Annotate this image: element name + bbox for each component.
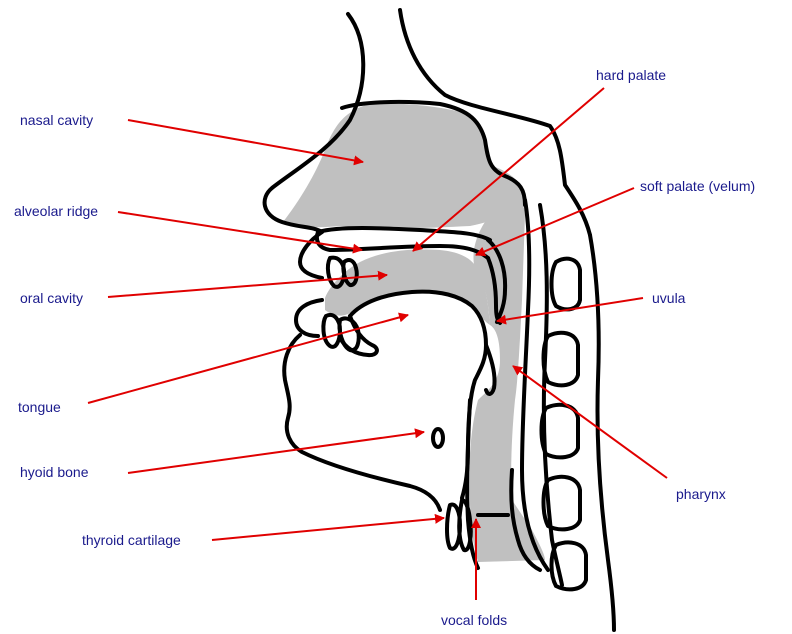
lower-lip-outline: [296, 300, 322, 336]
arrow-nasal-cavity: [128, 120, 363, 162]
arrow-hyoid-bone: [128, 432, 424, 473]
label-uvula: uvula: [652, 290, 685, 306]
pharynx-region: [469, 188, 545, 562]
neck-back-outline: [590, 235, 614, 630]
epiglottis-outline: [486, 345, 495, 394]
vertebra: [544, 333, 579, 386]
hyoid-bone-shape: [433, 429, 443, 447]
label-alveolar-ridge: alveolar ridge: [14, 203, 98, 219]
arrow-tongue: [88, 315, 408, 403]
vertebra: [542, 405, 579, 458]
tongue-tip-outline: [340, 316, 377, 355]
label-vocal-folds: vocal folds: [441, 612, 507, 628]
label-pharynx: pharynx: [676, 486, 726, 502]
label-hard-palate: hard palate: [596, 67, 666, 83]
label-thyroid-cartilage: thyroid cartilage: [82, 532, 181, 548]
chin-outline: [284, 335, 440, 510]
label-soft-palate: soft palate (velum): [640, 178, 755, 194]
vertebra: [552, 259, 581, 310]
label-oral-cavity: oral cavity: [20, 290, 83, 306]
label-hyoid-bone: hyoid bone: [20, 464, 89, 480]
label-tongue: tongue: [18, 399, 61, 415]
arrow-pharynx: [513, 366, 667, 478]
anatomy-outlines: [265, 10, 614, 630]
label-nasal-cavity: nasal cavity: [20, 112, 93, 128]
nasal-cavity-region: [283, 103, 523, 228]
arrow-thyroid-cartilage: [212, 518, 444, 540]
